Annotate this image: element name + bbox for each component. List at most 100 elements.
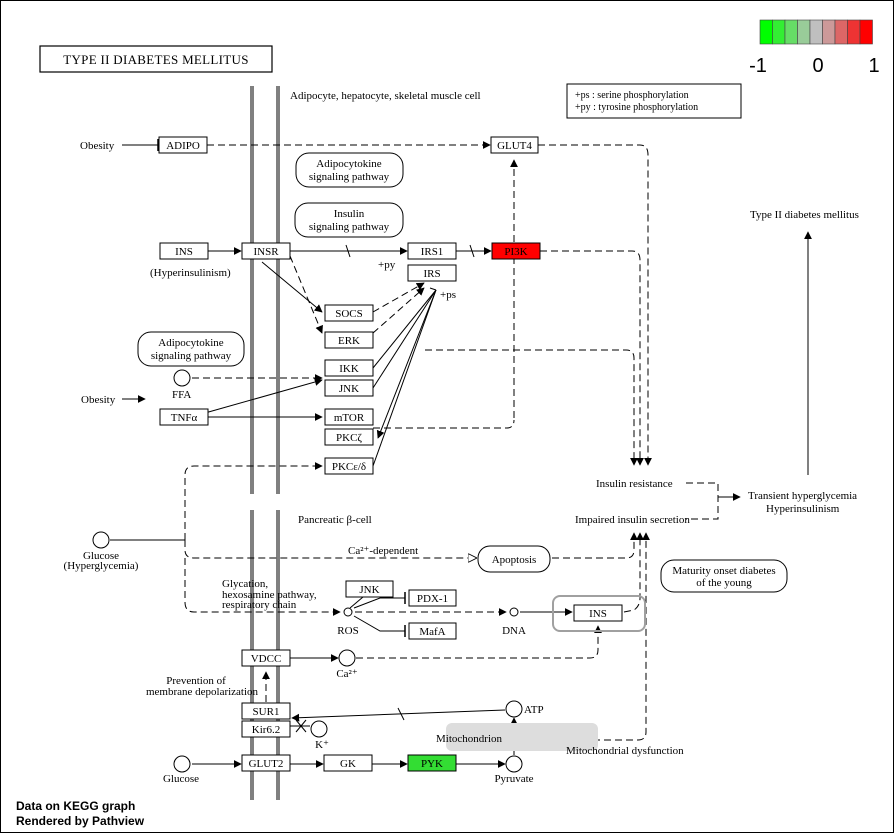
gene-label-adipo: ADIPO (166, 140, 200, 152)
gene-box-glut2[interactable] (241, 754, 291, 772)
label-transient-line2: Hyperinsulinism (766, 503, 840, 515)
gene-label-kir62: Kir6.2 (252, 724, 280, 736)
gene-box-tnfa[interactable] (159, 408, 209, 426)
compound-glucose-hyper[interactable] (92, 531, 110, 549)
pathway-adipocytokine-top[interactable] (295, 152, 404, 188)
gene-box-gk[interactable] (323, 754, 373, 772)
gene-box-pyk[interactable] (407, 754, 457, 772)
gene-box-mtor[interactable] (324, 408, 374, 426)
label-insulin-resistance: Insulin resistance (596, 478, 673, 490)
legend-swatch (847, 19, 861, 45)
pathway-adipocytokine-mid[interactable] (137, 331, 245, 367)
gene-label-irs1: IRS1 (421, 246, 444, 258)
pathway-insulin[interactable] (294, 202, 404, 238)
legend-swatch (772, 19, 786, 45)
gene-box-ins-top[interactable] (159, 242, 209, 260)
gene-box-adipo[interactable] (158, 136, 208, 154)
pathway-apoptosis[interactable] (477, 545, 551, 573)
phospho-note-box (566, 83, 742, 119)
label-pyruvate: Pyruvate (494, 773, 533, 785)
compound-ffa[interactable] (173, 369, 191, 387)
gene-box-vdcc[interactable] (241, 649, 291, 667)
gene-box-socs[interactable] (324, 304, 374, 322)
gene-box-sur1[interactable] (241, 702, 291, 720)
gene-box-pi3k[interactable] (491, 242, 541, 260)
gene-label-pyk: PYK (421, 758, 443, 770)
label-py: +py (378, 259, 396, 271)
legend (759, 19, 873, 45)
label-k-plus: K⁺ (315, 739, 329, 751)
gene-box-ikk[interactable] (324, 359, 374, 377)
gene-label-pdx1: PDX-1 (417, 593, 448, 605)
compound-dna[interactable] (509, 607, 519, 617)
label-glucose-bottom: Glucose (163, 773, 199, 785)
pathway-insulin-line2: signaling pathway (309, 221, 390, 233)
compound-ca2[interactable] (338, 649, 356, 667)
gene-label-ins-mid: INS (589, 608, 607, 620)
gene-box-glut4[interactable] (490, 136, 539, 154)
gene-label-insr: INSR (253, 246, 279, 258)
compartment-top-label: Adipocyte, hepatocyte, skeletal muscle c… (290, 90, 481, 102)
compartment-bottom-label: Pancreatic β-cell (298, 514, 372, 526)
gene-label-mafa: MafA (419, 626, 445, 638)
gene-box-erk[interactable] (324, 331, 374, 349)
gene-label-jnk-mid: JNK (359, 584, 379, 596)
gene-label-sur1: SUR1 (253, 706, 280, 718)
page-title: TYPE II DIABETES MELLITUS (63, 52, 249, 67)
gene-label-gk: GK (340, 758, 356, 770)
label-transient-line1: Transient hyperglycemia (748, 490, 857, 502)
gene-box-kir62[interactable] (241, 720, 291, 738)
pathway-insulin-line1: Insulin (334, 208, 365, 220)
gene-box-pdx1[interactable] (408, 589, 457, 607)
gene-box-irs[interactable] (407, 264, 457, 282)
legend-min-label: -1 (749, 55, 767, 77)
gene-label-tnfa: TNFα (171, 412, 198, 424)
gene-box-ins-mid[interactable] (573, 604, 623, 622)
gene-label-glut2: GLUT2 (249, 758, 284, 770)
label-ros: ROS (337, 625, 358, 637)
label-ca-dependent: Ca²⁺-dependent (348, 545, 418, 557)
pathway-mody-line1: Maturity onset diabetes (672, 565, 775, 577)
legend-swatch (784, 19, 798, 45)
legend-max-label: 1 (868, 55, 879, 77)
compound-atp[interactable] (505, 700, 523, 718)
label-obesity-top: Obesity (80, 140, 115, 152)
gene-box-mafa[interactable] (408, 622, 457, 640)
title-box (39, 45, 273, 73)
label-glycation-line1: Glycation, (222, 578, 268, 590)
compound-pyruvate[interactable] (505, 755, 523, 773)
pathway-adipocytokine-mid-line2: signaling pathway (151, 350, 232, 362)
label-hyperinsulinism: (Hyperinsulinism) (150, 267, 231, 279)
pathway-adipocytokine-top-line1: Adipocytokine (316, 158, 381, 170)
label-obesity-mid: Obesity (81, 394, 116, 406)
label-prevention-line1: Prevention of (166, 675, 226, 687)
compound-glucose-bottom[interactable] (173, 755, 191, 773)
mitochondrion-label: Mitochondrion (436, 733, 502, 745)
pathway-mody[interactable] (660, 559, 788, 593)
legend-swatch (797, 19, 811, 45)
gene-box-insr[interactable] (241, 242, 291, 260)
gene-box-jnk-top[interactable] (324, 379, 374, 397)
gene-box-irs1[interactable] (407, 242, 457, 260)
pathway-adipocytokine-top-line2: signaling pathway (309, 171, 390, 183)
legend-swatch (809, 19, 823, 45)
mitochondrion-region (446, 723, 598, 751)
gene-box-pkcz[interactable] (324, 428, 374, 446)
pathway-adipocytokine-mid-line1: Adipocytokine (158, 337, 223, 349)
gene-label-glut4: GLUT4 (497, 140, 532, 152)
legend-swatch (822, 19, 836, 45)
label-glycation-line3: respiratory chain (222, 599, 297, 611)
compound-k-plus[interactable] (310, 720, 328, 738)
compound-ros[interactable] (343, 607, 353, 617)
gene-label-pkcz: PKCζ (336, 432, 362, 444)
gene-box-jnk-mid[interactable] (345, 580, 394, 598)
phospho-note-line2: +py : tyrosine phosphorylation (575, 102, 698, 113)
gene-box-pkced[interactable] (324, 457, 374, 475)
label-dna: DNA (502, 625, 526, 637)
gene-label-irs: IRS (423, 268, 440, 280)
pathway-apoptosis-label: Apoptosis (492, 554, 537, 566)
footer-line2: Rendered by Pathview (16, 814, 145, 828)
label-ps: +ps (440, 289, 456, 301)
